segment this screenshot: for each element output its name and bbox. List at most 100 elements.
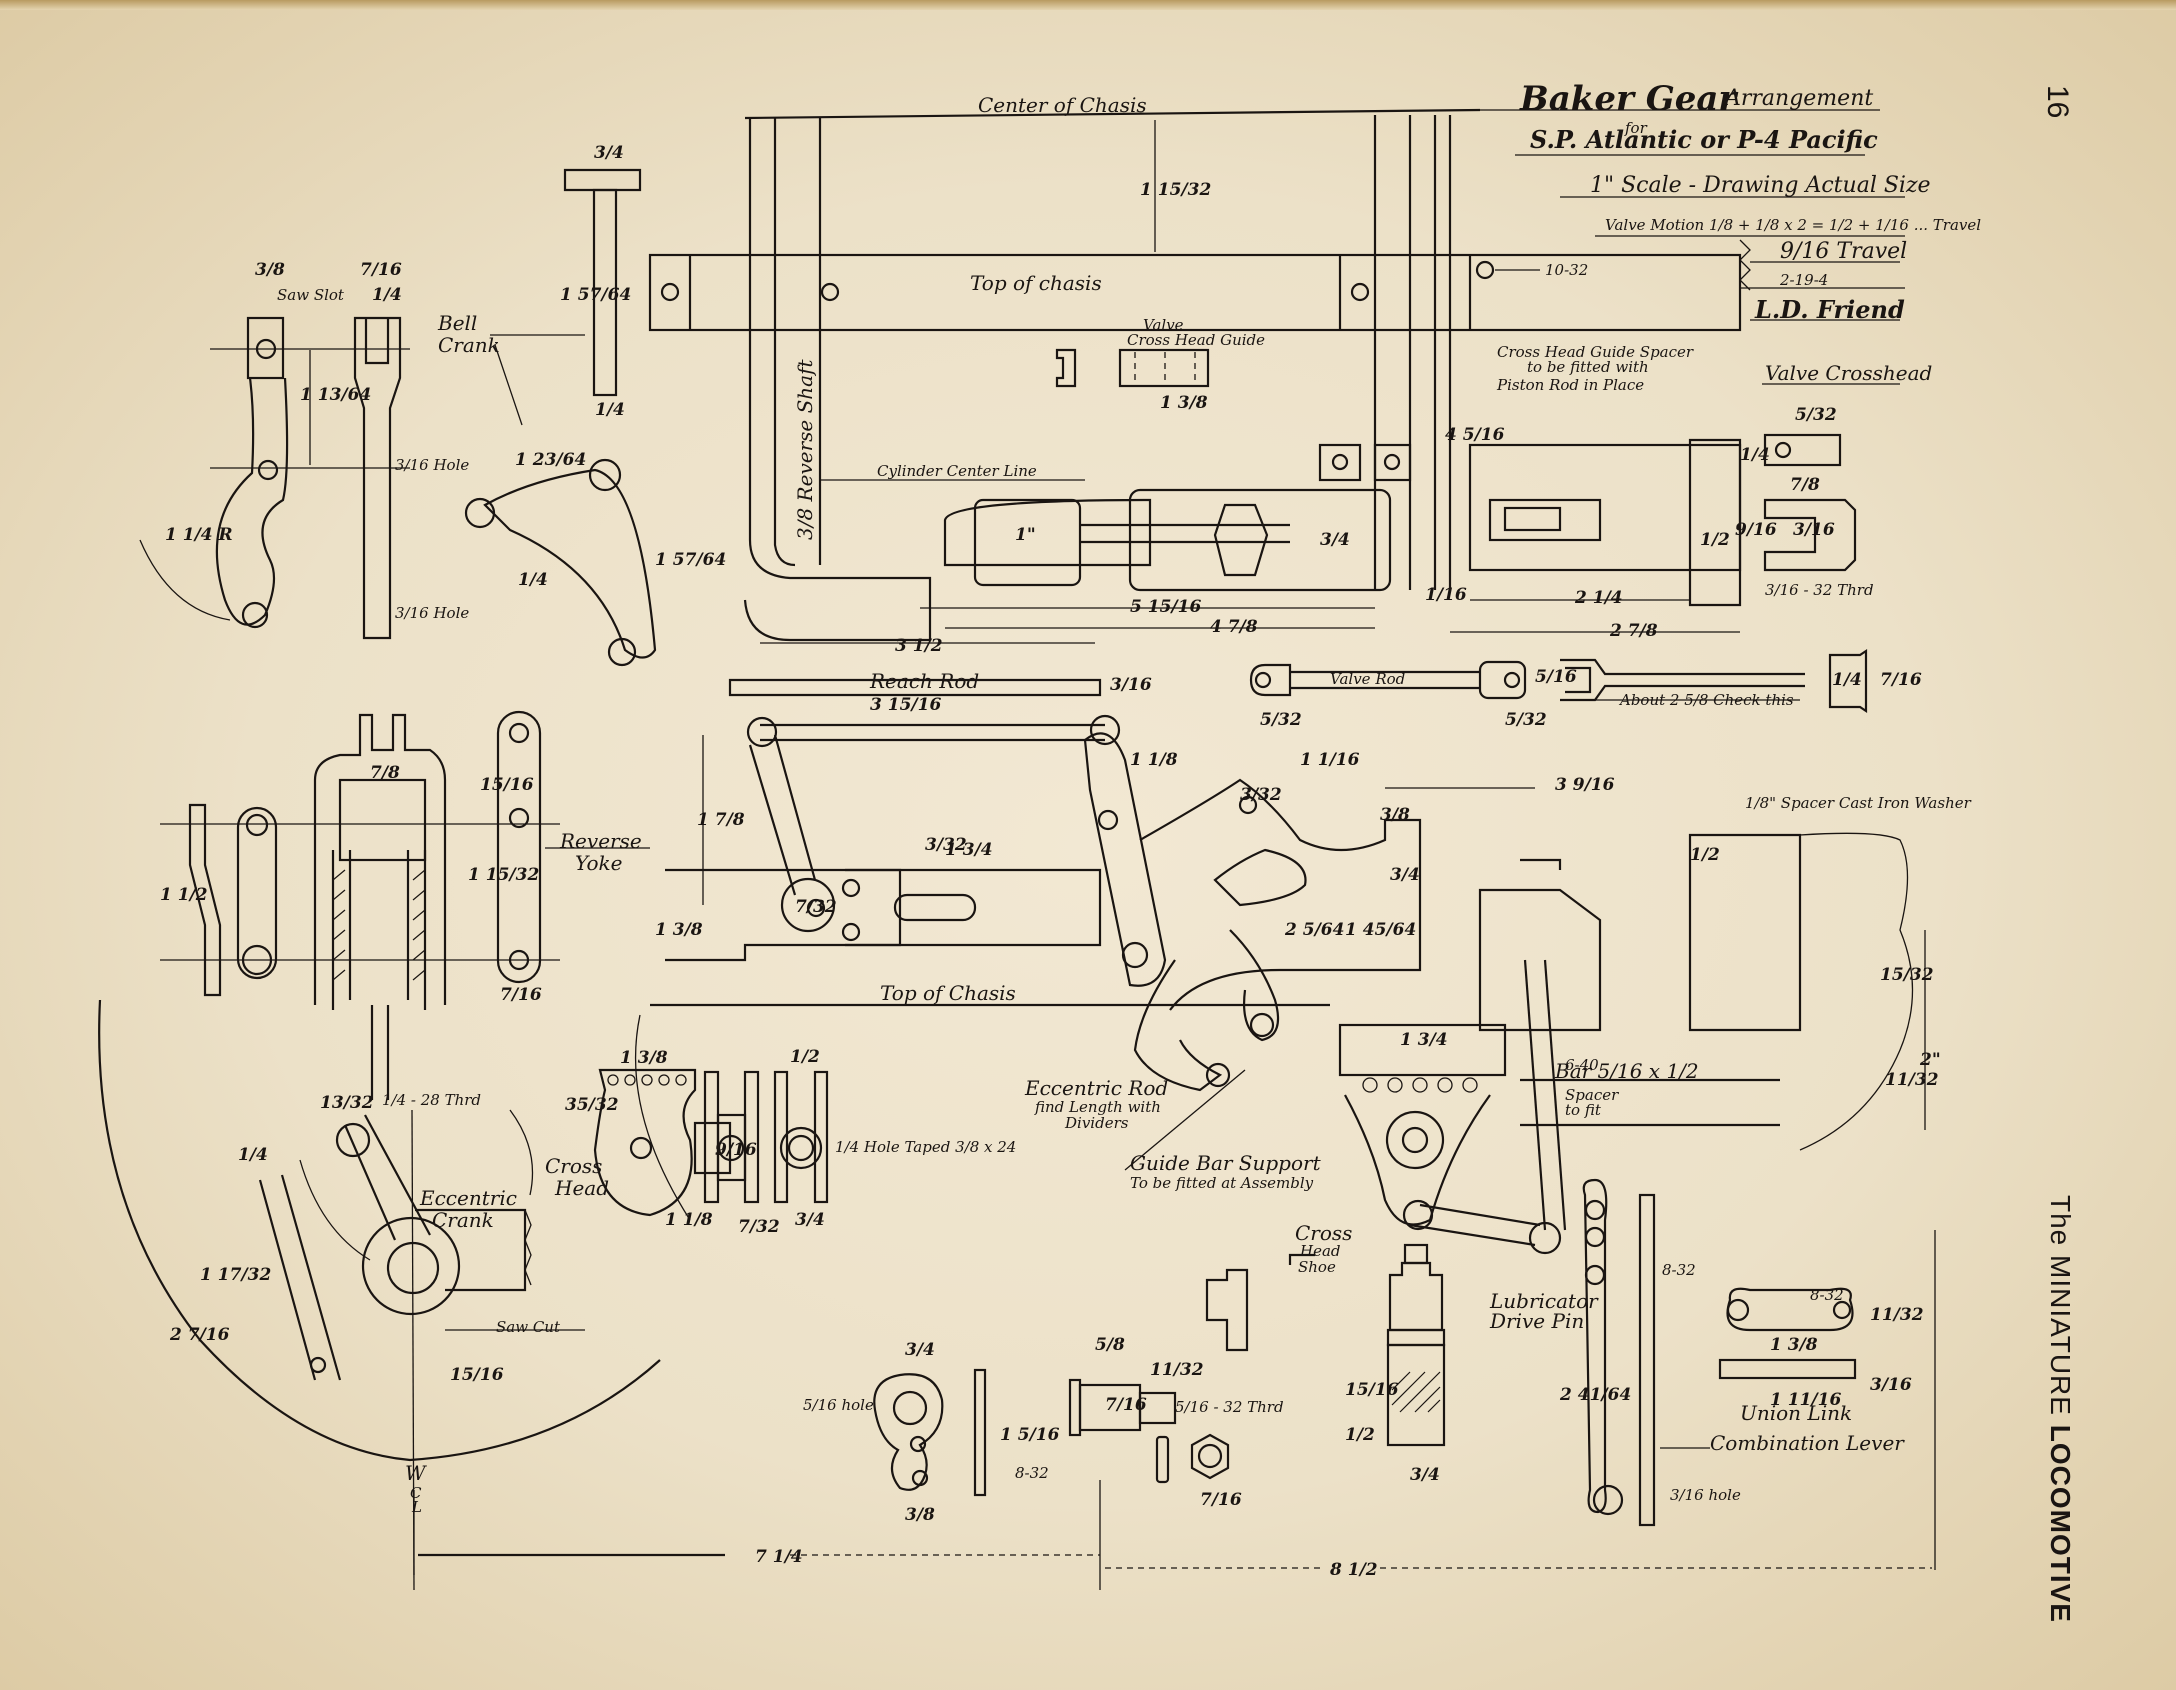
valve-rod-label: Valve Rod [1330,670,1405,688]
saw-slot-label: Saw Slot [277,286,345,304]
combination-lever-side [1582,1178,1608,1514]
cylinder-center-line-label: Cylinder Center Line [877,462,1037,480]
dim-bt-11-32: 11/32 [1150,1360,1204,1380]
bell-crank-end [607,637,637,667]
lubricator-body [1388,1261,1444,1332]
publication-footer: The MINIATURE LOCOMOTIVE [2044,1195,2076,1623]
union-link [1726,1287,1854,1332]
motion-plate-step [1520,858,1562,870]
dim-ch-1-2: 1/2 [790,1047,820,1067]
crank-lug-hole [911,1469,929,1487]
dim-crosshead-offset: 5 15/16 [1130,597,1201,617]
dim-fork-slot: 1/4 [372,285,402,305]
dim-bell-crank-thick: 1/4 [595,400,625,420]
dim-sh-1-2: 1/2 [1345,1425,1375,1445]
crank-bore [386,1241,440,1295]
reverse-shaft-outline [743,118,932,642]
bar-label: Bar 5/16 x 1/2 [1554,1059,1699,1083]
lubricator-ring [1386,1328,1446,1347]
dim-rl-3-8: 3/8 [1380,805,1410,825]
dim-hole-a: 3/16 Hole [395,456,469,474]
crosshead-spacer-label-2: to be fitted with [1527,358,1649,376]
bolt-hole [1331,453,1349,471]
dim-ry-7-8: 7/8 [370,763,400,783]
dim-piston: 3/4 [1320,530,1350,550]
eccentric-rod-label-3: Dividers [1064,1114,1129,1132]
gear-frame-hole [1238,795,1258,815]
valve-rod-eye-right [1478,660,1527,700]
bracket-hole [841,878,861,898]
crosshead-block-hole [1437,1077,1453,1093]
cross-head-label-1: Cross [545,1154,602,1178]
radius-arc [139,539,231,621]
lubricator-barrel [1386,1343,1446,1447]
hole-tapped-label: 1/4 Hole Taped 3/8 x 24 [835,1138,1016,1156]
reverse-arm-pin [746,716,778,748]
dim-reach-3-1-2: 3 1/2 [895,636,943,656]
crank-side-view [258,1174,342,1381]
thread-1-28-label: 1/4 - 28 Thrd [382,1091,481,1109]
dim-lever-width: 3/8 [255,260,285,280]
dim-ry-1-2: 1 1/2 [160,885,208,905]
dim-bc-arm2: 1 57/64 [655,550,726,570]
chassis-top-beam [648,253,1742,332]
lift-arm-pivot [257,459,279,481]
radius-bar-pivot [1121,941,1149,969]
castle-nut-bore [1197,1443,1223,1469]
union-arm-pin [1402,1199,1434,1231]
reach-rod [728,678,1102,697]
screw-8-32-small: 8-32 [1015,1464,1049,1482]
dim-reach-len: 3 15/16 [870,695,941,715]
dim-ry-7-16: 7/16 [500,985,542,1005]
dim-rl-2-5-64: 2 5/64 [1284,920,1344,940]
bracket-plate [813,1070,829,1204]
dim-ry-1-15-32: 1 15/32 [468,865,539,885]
bell-crank-detail: 3/4 1 57/64 1/4 Bell Crank 1 23/64 1 57/… [437,143,726,667]
beam-hole [820,282,840,302]
dim-bt-5-32thd: 5/16 - 32 Thrd [1175,1398,1284,1416]
union-link-label: Union Link [1740,1401,1852,1425]
publication-prefix: The MINIATURE [2045,1195,2076,1416]
break-line [524,1209,532,1286]
bracket-hole [841,922,861,942]
dim-bell-crank-height: 1 57/64 [560,285,631,305]
dim-rl-1-1-16: 1 1/16 [1300,750,1360,770]
gear-arm-pin [1249,1012,1275,1038]
cylinder-break [1799,832,1914,1151]
bell-crank-top [563,168,642,192]
dim-bt-5-16: 5/16 hole [803,1396,874,1414]
eccentric-crank-detail: W C L Eccentric Crank Saw Cut 1/4 - 28 T… [98,999,661,1591]
dim-ul-1-11-16: 1 11/16 [1770,1390,1841,1410]
reverse-bracket-slot-plate [845,868,1102,947]
valve-crosshead-guide-label-1: Valve [1143,316,1184,334]
dim-vc-1-4: 1/4 [1740,445,1770,465]
crosshead-block-hole [1387,1077,1403,1093]
drawing-scale: 1" Scale - Drawing Actual Size [1590,173,1931,198]
eccentric-rod-label-2: find Length with [1034,1098,1161,1116]
expansion-link-pin [1205,1062,1231,1088]
radius-bar-pin [1089,714,1121,746]
reverse-yoke-bar [496,710,542,984]
dim-ec-2-7-16: 2 7/16 [169,1325,230,1345]
lift-arm-body [215,377,289,626]
yoke-hatching [332,869,426,981]
dim-ul-3-16: 3/16 [1870,1375,1912,1395]
bell-crank-pin [464,497,496,529]
guide-plate [743,1070,760,1204]
spacer-to-fit-label-1: Spacer [1565,1086,1619,1104]
valve-rod-hole [1503,671,1521,689]
lubricator-label-2: Drive Pin [1489,1309,1584,1333]
dim-vr-7-16: 7/16 [1880,670,1922,690]
combination-lever-detail: 2 41/64 3/16 hole Lubricator Drive Pin 8… [1489,1178,1936,1570]
pin-thread [1138,1391,1177,1425]
dim-ec-1-17-32: 1 17/32 [200,1265,271,1285]
eccentric-crank-pin [335,1122,371,1158]
title-for: for [1624,119,1648,137]
radius-rod [1523,959,1547,1231]
dim-nut-7-16: 7/16 [1200,1490,1242,1510]
motion-plate [1478,888,1602,1032]
crank-lug [873,1373,944,1491]
leader-line [1124,1069,1246,1171]
crosshead-shoe [1205,1268,1249,1352]
